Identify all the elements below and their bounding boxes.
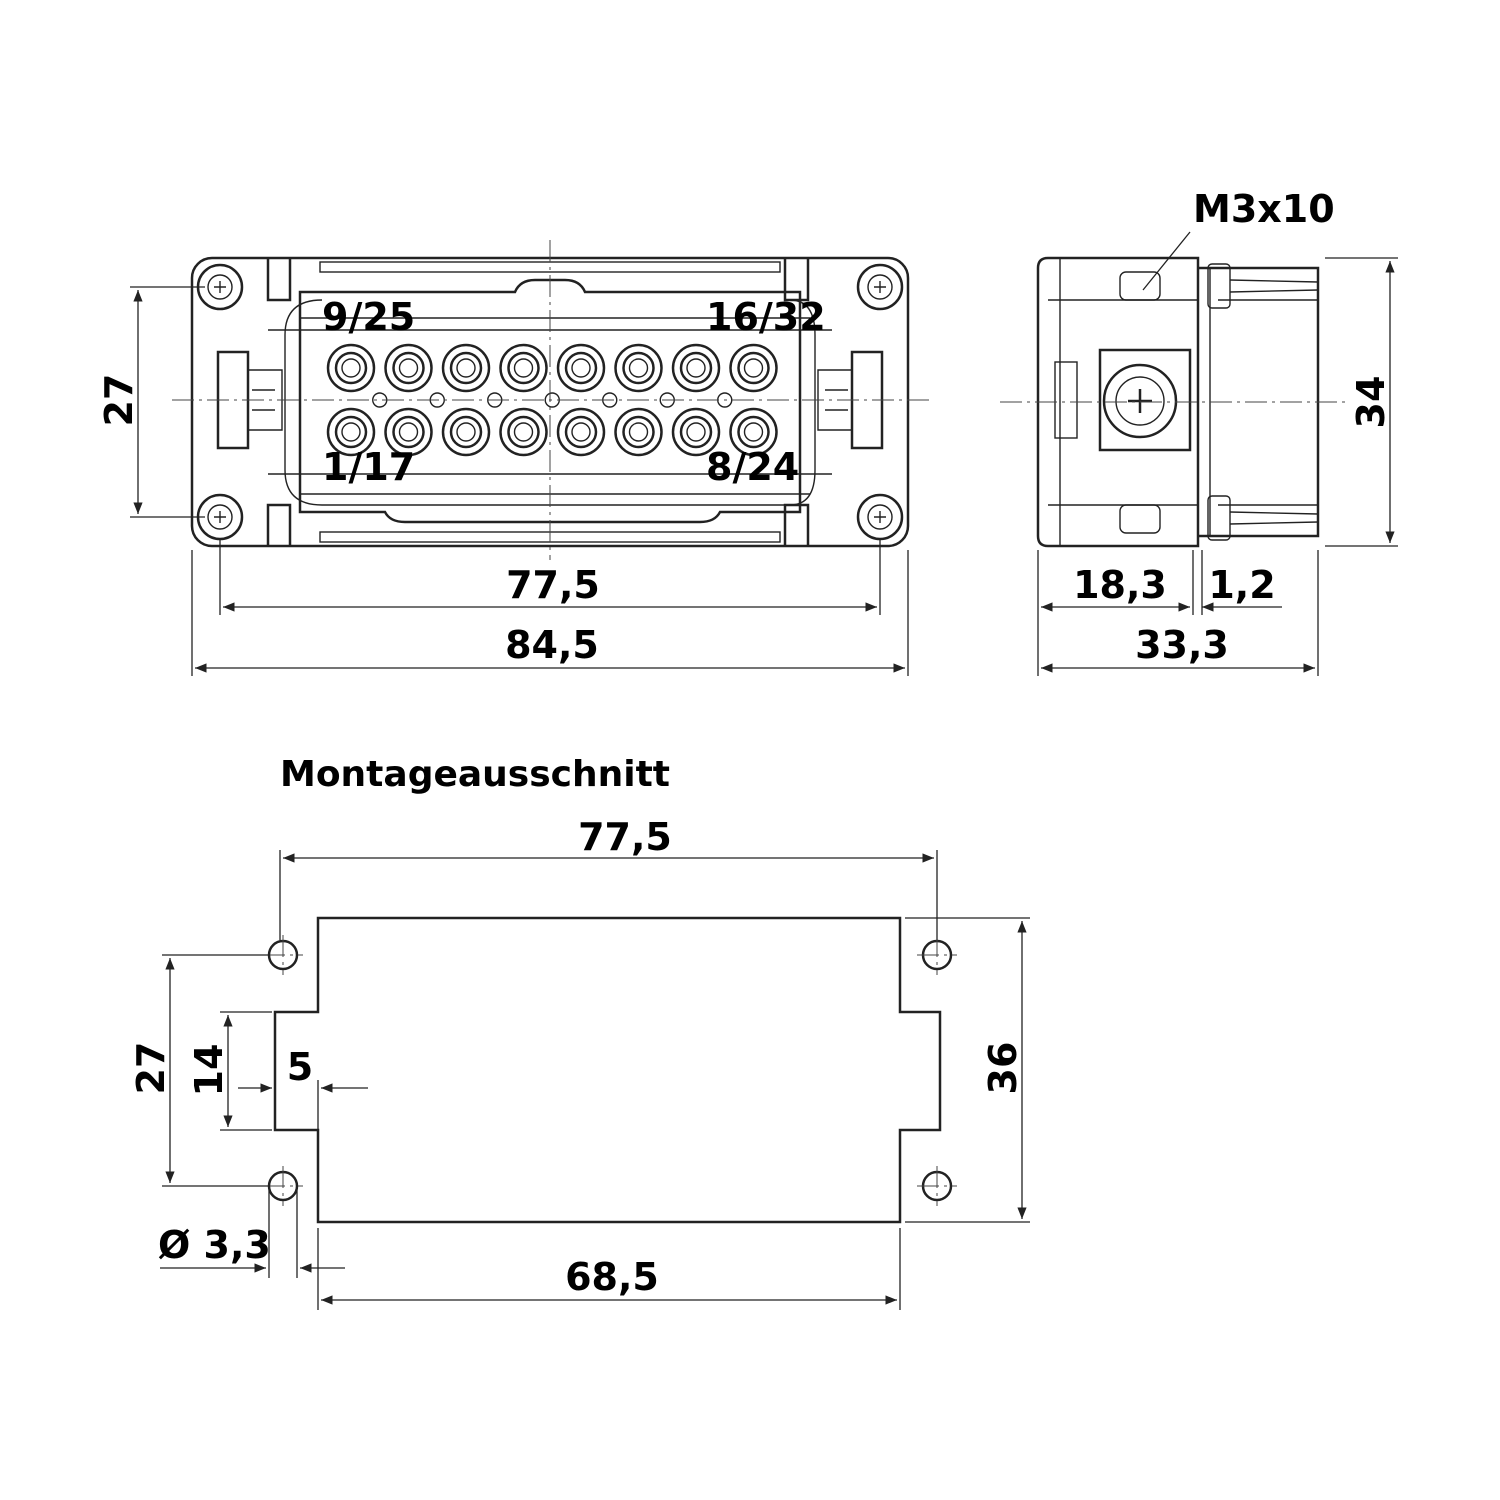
cutout-hole-bottom-right: [917, 1166, 957, 1206]
front-dimension-outer-width: 84,5: [191, 550, 909, 676]
front-inner-width-label: 77,5: [506, 563, 600, 607]
front-insert-inner: [284, 299, 816, 506]
cutout-dimension-width-68-5: 68,5: [317, 1228, 901, 1310]
cutout-hole-top-right: [917, 935, 957, 975]
side-height-label: 34: [1349, 376, 1393, 429]
side-clamp-block: [1098, 348, 1192, 452]
side-housing-outline: [1036, 256, 1200, 548]
contact-top: [499, 343, 548, 393]
contact-top: [556, 343, 606, 393]
side-screw-top: [1119, 263, 1319, 309]
front-height-label: 27: [97, 374, 141, 427]
side-depth-main-label: 18,3: [1073, 563, 1167, 607]
front-screw-bottom-right: [856, 493, 904, 541]
front-dimension-inner-width: 77,5: [219, 540, 881, 615]
contact-top: [326, 343, 376, 393]
contact-bottom: [556, 407, 606, 457]
contact-top: [729, 343, 778, 393]
front-outer-width-label: 84,5: [505, 623, 599, 667]
cutout-outline: [273, 916, 942, 1224]
side-dimension-depth-main: 18,3: [1037, 550, 1194, 676]
cutout-hole-diameter-label: Ø 3,3: [158, 1223, 271, 1267]
screw-label: M3x10: [1193, 187, 1335, 231]
cutout-dimension-hole-spacing: 77,5: [279, 815, 938, 940]
contact-bottom: [441, 407, 491, 457]
side-center-screw: [1102, 363, 1178, 439]
cutout-width-68-5-label: 68,5: [565, 1255, 659, 1299]
front-contact-row-top: [326, 343, 778, 393]
pin-label-top-left: 9/25: [322, 295, 415, 339]
side-screw-bottom: [1119, 495, 1319, 541]
pin-label-bottom-left: 1/17: [322, 445, 415, 489]
cutout-dimension-offset-5: 5: [238, 1045, 368, 1130]
contact-bottom: [499, 407, 548, 457]
side-dimension-height: 34: [1325, 257, 1398, 547]
cutout-height-27-label: 27: [129, 1042, 173, 1095]
side-view: M3x10 34 18,3 1,2 33,3: [1000, 187, 1398, 676]
side-total-depth-label: 33,3: [1135, 623, 1229, 667]
front-contact-row-bottom: [326, 407, 778, 457]
contact-bottom: [326, 407, 376, 457]
contact-bottom: [614, 407, 663, 457]
contact-bottom: [671, 407, 721, 457]
contact-top: [441, 343, 491, 393]
cutout-dimension-height-27: 27: [129, 954, 270, 1187]
side-dimension-total-depth: 33,3: [1041, 550, 1319, 676]
front-screw-top-right: [856, 263, 904, 311]
cutout-offset-5-label: 5: [287, 1045, 313, 1089]
side-dimension-flange: 1,2: [1201, 550, 1282, 615]
contact-bottom: [384, 407, 433, 457]
contact-top: [671, 343, 721, 393]
cutout-dimension-hole-diameter: Ø 3,3: [158, 1190, 345, 1278]
pin-label-bottom-right: 8/24: [706, 445, 799, 489]
side-flange-label: 1,2: [1208, 563, 1275, 607]
contact-top: [614, 343, 663, 393]
cutout-view: Montageausschnitt 77,5: [129, 754, 1030, 1310]
side-latch: [1054, 361, 1078, 439]
cutout-hole-spacing-label: 77,5: [578, 815, 672, 859]
cutout-title: Montageausschnitt: [280, 754, 670, 795]
pin-label-top-right: 16/32: [706, 295, 826, 339]
contact-bottom: [729, 407, 778, 457]
cutout-height-36-label: 36: [981, 1042, 1025, 1095]
front-dimension-height: 27: [97, 286, 205, 518]
front-housing-outline: [298, 278, 802, 524]
front-view: 9/25 16/32 1/17 8/24 27 77,5 84,5: [97, 240, 930, 676]
cutout-dimension-height-36: 36: [905, 917, 1030, 1223]
contact-top: [384, 343, 433, 393]
cutout-height-14-label: 14: [187, 1044, 231, 1097]
screw-leader-line: [1142, 231, 1191, 291]
cutout-dimension-height-14: 14: [187, 1011, 272, 1131]
